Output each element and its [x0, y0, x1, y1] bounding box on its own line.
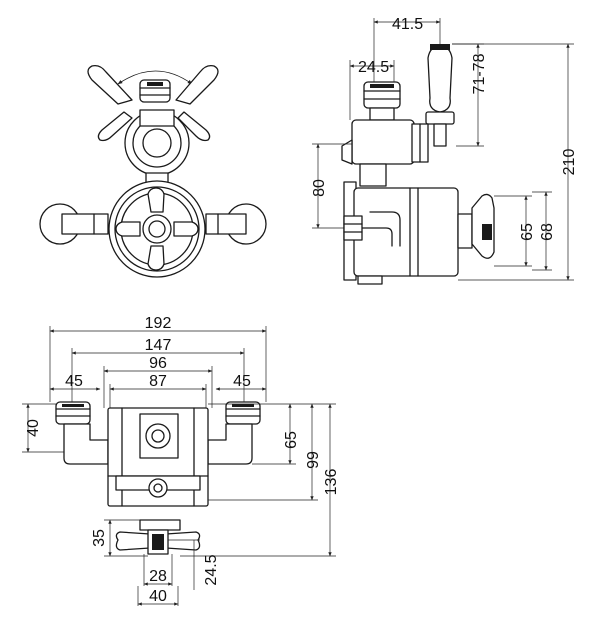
dim-24-5-bottom: 24.5 — [203, 554, 220, 585]
side-lever — [425, 44, 455, 147]
dim-28: 28 — [149, 568, 167, 585]
bottom-knob — [115, 519, 201, 555]
bottom-dimensions: 192 147 96 87 45 45 40 65 99 — [22, 315, 340, 606]
front-view — [39, 64, 267, 278]
dim-24-5: 24.5 — [358, 59, 389, 76]
bottom-view — [55, 401, 261, 555]
dim-40-bottom: 40 — [149, 588, 167, 605]
side-view — [341, 44, 495, 285]
dim-41-5: 41.5 — [392, 16, 423, 33]
rotation-arc — [117, 70, 193, 85]
bottom-lower-outlet — [148, 478, 168, 498]
dim-68-side: 68 — [539, 223, 556, 241]
dim-136: 136 — [323, 469, 340, 496]
side-top-knob — [363, 81, 401, 121]
right-connector — [205, 203, 267, 245]
dim-65-side: 65 — [519, 223, 536, 241]
dim-87: 87 — [149, 373, 167, 390]
side-dimensions: 41.5 24.5 71-78 210 80 65 68 — [311, 16, 578, 281]
dim-210: 210 — [561, 149, 578, 176]
dim-99: 99 — [305, 451, 322, 469]
upper-handle — [87, 64, 219, 142]
dim-71-78: 71-78 — [471, 53, 488, 94]
side-front-knob — [457, 193, 495, 259]
bottom-left-nut — [55, 401, 109, 465]
dim-35: 35 — [91, 529, 108, 547]
dim-80: 80 — [311, 179, 328, 197]
left-connector — [39, 203, 109, 245]
dim-192: 192 — [145, 315, 172, 332]
bottom-outlet — [145, 423, 171, 449]
side-upper-body — [351, 119, 415, 165]
lower-cross-handle — [115, 187, 199, 271]
dim-65-bottom: 65 — [283, 431, 300, 449]
dim-45-right: 45 — [233, 373, 251, 390]
dim-45-left: 45 — [65, 373, 83, 390]
side-main-body — [353, 187, 459, 277]
dim-96: 96 — [149, 355, 167, 372]
bottom-right-nut — [207, 401, 261, 465]
dim-40-left: 40 — [25, 419, 42, 437]
dim-147: 147 — [145, 337, 172, 354]
